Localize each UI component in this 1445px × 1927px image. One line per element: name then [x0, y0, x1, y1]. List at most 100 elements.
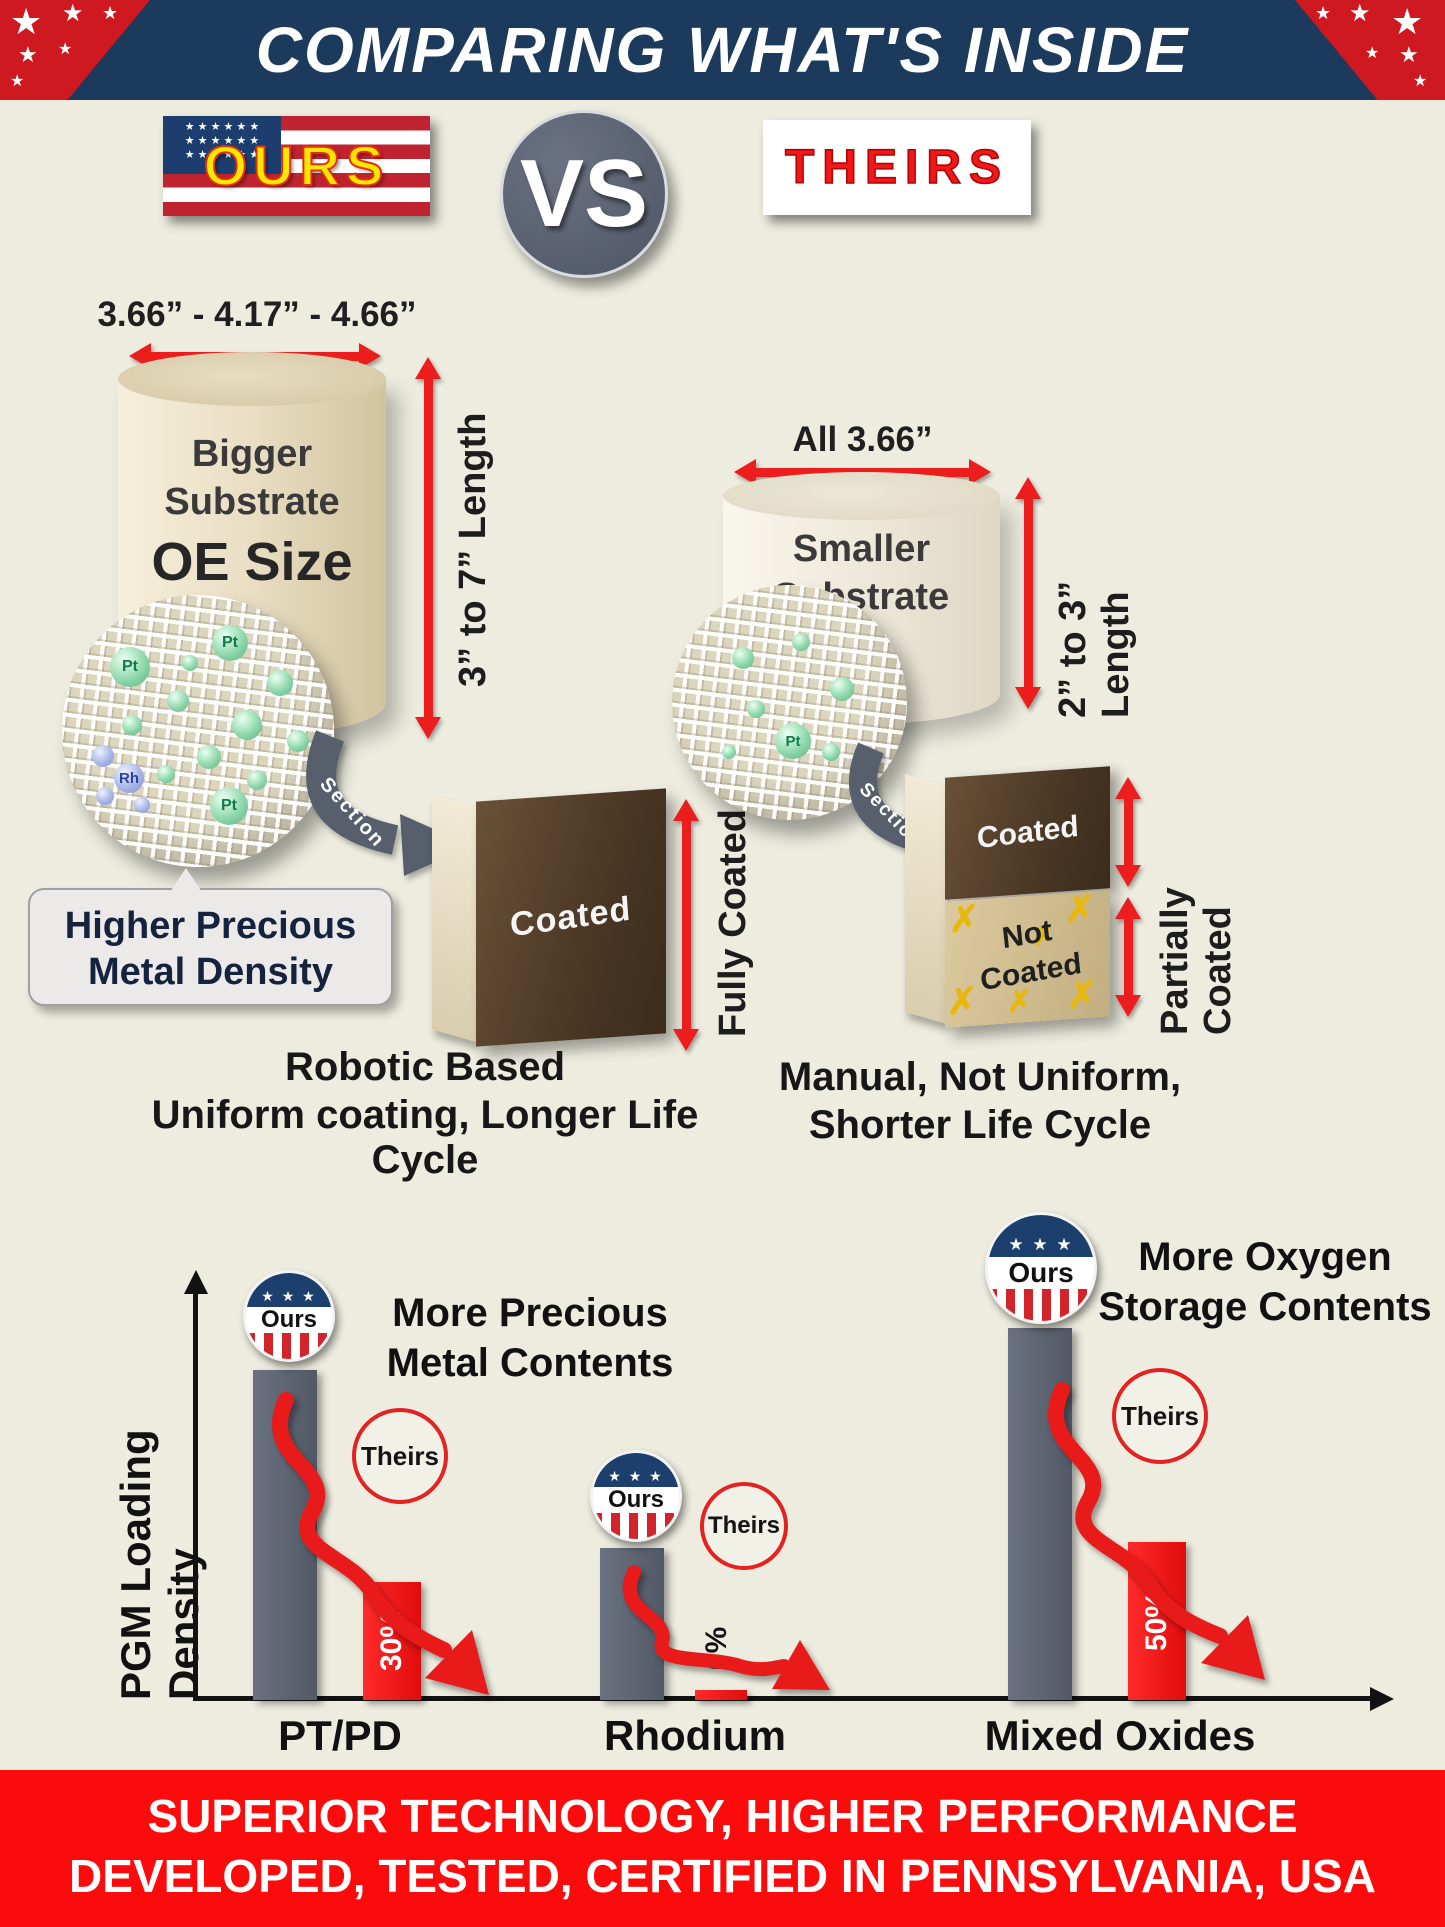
ours-substrate-line1: Bigger	[191, 433, 313, 475]
vs-label: VS	[519, 140, 649, 247]
rh-particle	[92, 745, 114, 767]
badge-stripes	[246, 1333, 332, 1359]
callout-line1: Higher Precious	[64, 905, 357, 947]
star-icon: ★	[1365, 45, 1380, 62]
box-front-not-coated: ✗ ✗ ✗ ✗ ✗ ✗ Not Coated	[945, 890, 1110, 1028]
ours-coated-box: Coated	[432, 788, 667, 1050]
theirs-length-arrow	[1015, 477, 1041, 709]
decline-arrow-icon	[622, 1565, 830, 1690]
ours-substrate-line2: Substrate	[164, 481, 340, 523]
box-front: Coated	[476, 788, 666, 1047]
pt-particle	[732, 647, 754, 669]
pt-particle	[830, 677, 854, 701]
pt-particle	[197, 745, 221, 769]
bubble-tail	[170, 868, 202, 892]
star-icon: ★	[1413, 73, 1428, 90]
theirs-coated-box: Coated ✗ ✗ ✗ ✗ ✗ ✗ Not Coated	[905, 766, 1110, 1028]
ours-badge-label: Ours	[1008, 1257, 1074, 1289]
ours-coated-label: Coated	[509, 889, 633, 945]
theirs-badge-label: Theirs	[1120, 1400, 1200, 1431]
theirs-coated-arrow	[1115, 777, 1141, 887]
theirs-length-label: 2” to 3” Length	[1052, 580, 1137, 718]
theirs-label: THEIRS	[784, 140, 1009, 195]
badge-stripes	[988, 1289, 1094, 1321]
star-icon: ★	[58, 41, 73, 58]
y-axis-arrowhead-icon	[184, 1270, 208, 1294]
theirs-badge: Theirs	[1112, 1368, 1208, 1464]
flag-stars-row: ★ ★ ★ ★ ★ ★	[184, 149, 260, 161]
ours-coating-arrow	[673, 799, 699, 1051]
pt-particle	[167, 690, 189, 712]
pt-particle	[122, 715, 142, 735]
pt-particle	[157, 765, 175, 783]
rh-particle	[96, 787, 114, 805]
annotation-precious-line2: Metal Contents	[386, 1341, 674, 1385]
theirs-badge: Theirs	[700, 1482, 788, 1570]
badge-stars-icon: ★ ★ ★	[608, 1468, 664, 1485]
pt-particle: Pt	[210, 787, 248, 825]
theirs-coating-label: Partially Coated	[1154, 887, 1239, 1035]
star-icon: ★	[10, 1, 43, 42]
vs-circle: VS	[500, 110, 668, 278]
flag-stars-row: ★ ★ ★ ★ ★ ★	[184, 121, 260, 133]
pt-particle	[747, 700, 765, 718]
ours-coating-label: Fully Coated	[712, 808, 754, 1037]
decline-arrow-icon	[1048, 1382, 1265, 1680]
star-icon: ★	[1315, 3, 1332, 23]
theirs-cylinder-top	[723, 472, 1000, 520]
pt-particle	[182, 655, 198, 671]
rh-label: Rh	[119, 769, 139, 787]
theirs-diameter-label: All 3.66”	[792, 420, 933, 459]
pt-label: Pt	[785, 732, 801, 750]
ours-badge-label: Ours	[607, 1486, 664, 1514]
ours-caption-line1: Robotic Based	[284, 1045, 566, 1089]
category-mixed-oxides: Mixed Oxides	[984, 1712, 1256, 1759]
pt-particle: Pt	[110, 647, 150, 687]
theirs-banner: THEIRS	[763, 120, 1031, 215]
pt-label: Pt	[221, 797, 237, 814]
ours-substrate-mesh: Pt Pt Pt Rh	[62, 595, 334, 867]
theirs-badge-label: Theirs	[360, 1440, 440, 1471]
pt-particle	[267, 670, 293, 696]
box-front-coated: Coated	[945, 766, 1110, 900]
theirs-badge-label: Theirs	[707, 1512, 781, 1539]
pt-particle	[722, 745, 736, 759]
pt-particle: Pt	[212, 625, 248, 661]
star-icon: ★	[1399, 42, 1419, 67]
flag-stars-row: ★ ★ ★ ★ ★ ★	[184, 135, 260, 147]
theirs-substrate-line1: Smaller	[792, 528, 931, 570]
ours-caption-line2: Uniform coating, Longer Life Cycle	[151, 1093, 699, 1182]
callout-line2: Metal Density	[88, 951, 333, 993]
ours-badge: ★ ★ ★ Ours	[243, 1270, 335, 1362]
page-title: COMPARING WHAT'S INSIDE	[255, 14, 1190, 86]
star-icon: ★	[102, 3, 119, 23]
chart-y-axis	[193, 1292, 198, 1700]
star-icon: ★	[10, 73, 25, 90]
ours-substrate-text: Bigger Substrate OE Size	[118, 430, 386, 598]
rh-particle	[134, 797, 150, 813]
annotation-oxygen: More Oxygen Storage Contents	[1085, 1232, 1445, 1332]
annotation-precious-line1: More Precious	[392, 1291, 668, 1335]
ours-badge-label: Ours	[260, 1306, 317, 1334]
pt-particle	[287, 730, 309, 752]
footer-banner: SUPERIOR TECHNOLOGY, HIGHER PERFORMANCE …	[0, 1770, 1445, 1927]
ours-badge: ★ ★ ★ Ours	[985, 1212, 1097, 1324]
star-icon: ★	[62, 0, 84, 27]
ours-length-label: 3” to 7” Length	[452, 412, 494, 688]
pt-particle	[822, 743, 840, 761]
badge-stars-icon: ★ ★ ★	[1008, 1235, 1074, 1255]
annotation-oxygen-line1: More Oxygen	[1138, 1235, 1392, 1279]
pt-label: Pt	[122, 658, 138, 675]
annotation-precious: More Precious Metal Contents	[340, 1288, 720, 1388]
badge-stars-icon: ★ ★ ★	[261, 1288, 317, 1305]
star-icon: ★	[1391, 1, 1424, 42]
ours-flag-banner: ★ ★ ★ ★ ★ ★ ★ ★ ★ ★ ★ ★ ★ ★ ★ ★ ★ ★ OURS	[163, 116, 430, 216]
theirs-coated-label: Coated	[975, 809, 1080, 856]
decline-arrow-icon	[272, 1392, 489, 1695]
star-icon: ★	[1349, 0, 1371, 27]
theirs-caption-line2: Shorter Life Cycle	[808, 1103, 1152, 1147]
us-flag: ★ ★ ★ ★ ★ ★ ★ ★ ★ ★ ★ ★ ★ ★ ★ ★ ★ ★	[163, 116, 430, 216]
box-spine	[432, 794, 478, 1043]
ours-cylinder-top	[118, 352, 386, 406]
